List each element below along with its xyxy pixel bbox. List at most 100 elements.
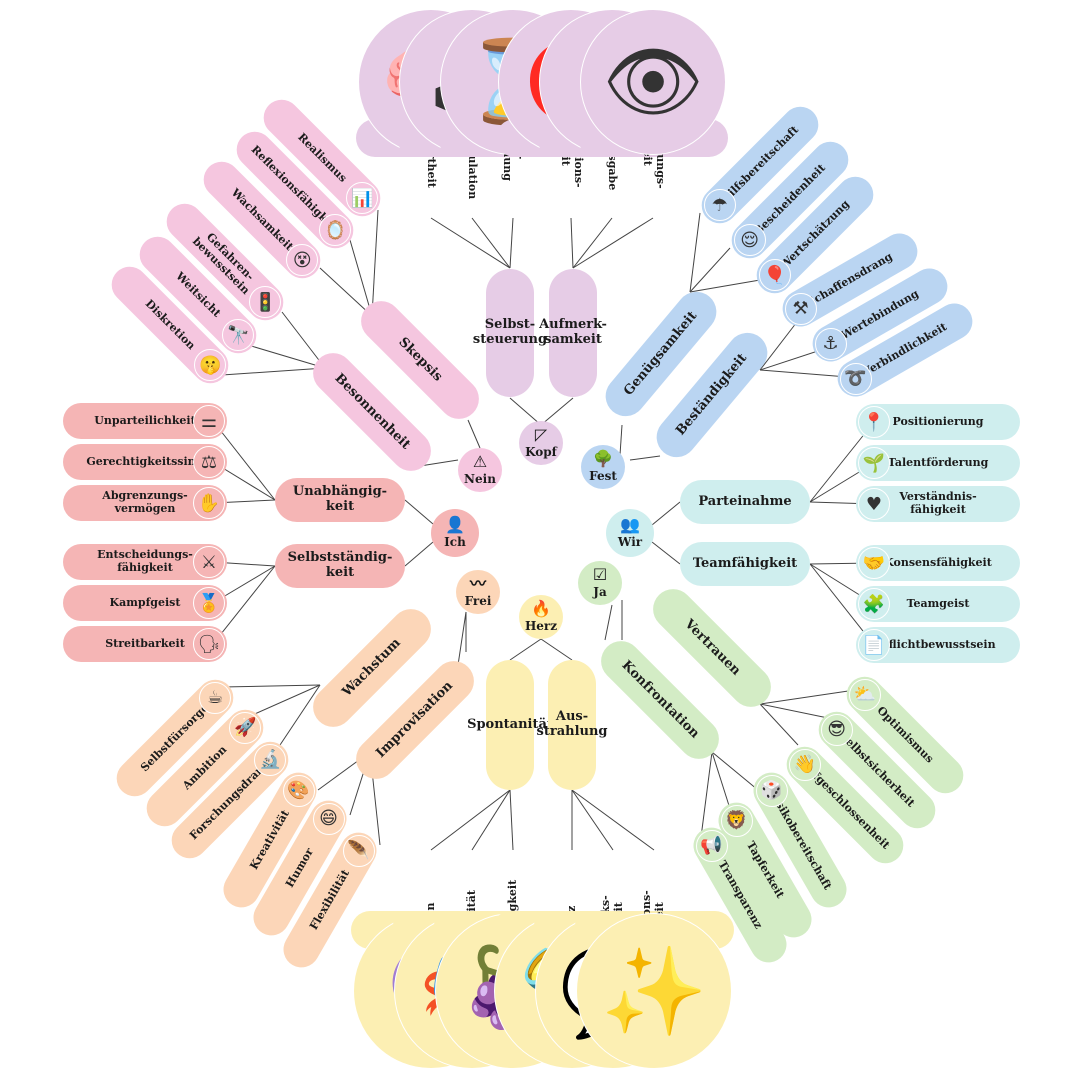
- heart-icon: ♥: [858, 488, 890, 520]
- cat-aufmerksamkeit-label: Aufmerk- samkeit: [539, 269, 607, 397]
- sun-cloud-icon: ⛅: [848, 678, 881, 711]
- medal-icon: 🏅: [193, 587, 225, 619]
- connector-line: [467, 419, 481, 449]
- cat-selbststeuerung-label: Selbst- steuerung: [473, 269, 547, 397]
- connector-line: [689, 247, 731, 293]
- megaphone-icon: 📢: [695, 829, 728, 862]
- cat-teamfaehigkeit-label: Teamfähigkeit: [680, 542, 810, 586]
- equals-icon: ⚌: [193, 405, 225, 437]
- connector-line: [572, 217, 654, 269]
- connector-line: [759, 703, 829, 719]
- laughing-face-icon: 😄: [312, 802, 345, 835]
- hub-label: Herz: [524, 619, 558, 633]
- connector-line: [619, 424, 623, 456]
- mirror-icon: 🪞: [319, 214, 352, 247]
- microscope-icon: 🔬: [254, 743, 287, 776]
- hub-label: Ja: [593, 585, 607, 599]
- hub-nein: ⚠Nein: [458, 448, 502, 492]
- waving-hand-icon: 👋: [788, 748, 821, 781]
- connector-line: [419, 459, 459, 467]
- connector-line: [570, 217, 574, 269]
- hub-kopf: ◸Kopf: [519, 421, 563, 465]
- connector-line: [572, 217, 613, 269]
- flame-icon: 🔥: [531, 599, 551, 618]
- connector-line: [430, 217, 511, 269]
- crossed-arrows-icon: ⚔: [193, 546, 225, 578]
- palette-icon: 🎨: [282, 774, 315, 807]
- connector-line: [221, 684, 321, 688]
- connector-line: [604, 604, 613, 641]
- connector-line: [509, 789, 514, 851]
- triangle-ruler-icon: ◸: [534, 425, 548, 444]
- connector-line: [689, 279, 761, 293]
- connector-line: [430, 789, 511, 851]
- connector-line: [371, 209, 379, 317]
- hub-label: Ich: [444, 535, 466, 549]
- traffic-light-icon: 🚦: [249, 286, 282, 319]
- anchor-icon: ⚓: [814, 327, 847, 360]
- connector-line: [759, 317, 801, 371]
- cat-unabhaengigkeit-label: Unabhängig- keit: [275, 478, 405, 522]
- connector-line: [540, 638, 573, 661]
- connector-line: [279, 684, 321, 746]
- cat-parteinahme-label: Parteinahme: [680, 480, 810, 524]
- connector-line: [629, 455, 661, 461]
- connector-line: [221, 367, 326, 376]
- hub-label: Fest: [589, 469, 617, 483]
- connector-line: [349, 239, 373, 317]
- speaking-head-icon: 🗣: [193, 628, 225, 660]
- hub-label: Wir: [617, 535, 643, 549]
- balloons-icon: 🎈: [758, 259, 791, 292]
- umbrella-icon: ☂: [703, 189, 736, 222]
- connector-line: [509, 638, 542, 661]
- tools-icon: ⚒: [784, 292, 817, 325]
- lion-icon: 🦁: [720, 804, 753, 837]
- eye-icon: 👁: [580, 9, 726, 155]
- connector-line: [651, 501, 681, 526]
- checkbox-icon: ☑: [592, 565, 608, 584]
- connector-line: [571, 789, 655, 851]
- hub-ich: 👤Ich: [431, 509, 479, 557]
- seedling-icon: 🌱: [858, 447, 890, 479]
- connector-line: [509, 217, 514, 269]
- hub-label: Kopf: [525, 445, 557, 459]
- connector-line: [540, 397, 574, 426]
- bar-chart-icon: 📊: [346, 182, 379, 215]
- connector-line: [689, 212, 701, 293]
- hub-label: Nein: [464, 472, 496, 486]
- hub-frei: 〰Frei: [456, 570, 500, 614]
- hub-fest: 🌳Fest: [581, 445, 625, 489]
- sunglasses-face-icon: 😎: [820, 713, 853, 746]
- connector-line: [319, 267, 373, 317]
- raised-hand-icon: ✋: [193, 487, 225, 519]
- relieved-face-icon: 😌: [733, 224, 766, 257]
- cat-ausstrahlung-label: Aus- strahlung: [537, 660, 608, 790]
- hub-herz: 🔥Herz: [519, 595, 563, 639]
- connector-line: [471, 217, 511, 269]
- sparkles-icon: ✨: [576, 913, 732, 1069]
- hub-label: Frei: [464, 594, 492, 608]
- cat-spontanitaet-label: Spontanität: [467, 660, 553, 790]
- connector-line: [212, 565, 276, 645]
- tree-icon: 🌳: [593, 449, 613, 468]
- connector-line: [404, 541, 434, 567]
- connector-line: [247, 344, 326, 369]
- wave-icon: 〰: [469, 574, 486, 593]
- connector-line: [471, 789, 511, 851]
- people-icon: 👥: [620, 515, 640, 534]
- warning-icon: ⚠: [472, 452, 488, 471]
- person-icon: 👤: [445, 515, 465, 534]
- hub-ja: ☑Ja: [578, 561, 622, 605]
- connector-line: [711, 751, 759, 791]
- connector-line: [759, 703, 799, 746]
- pin-icon: 📍: [858, 406, 890, 438]
- connector-line: [247, 684, 321, 718]
- telescope-icon: 🔭: [222, 319, 255, 352]
- document-icon: 📄: [858, 629, 890, 661]
- rocket-icon: 🚀: [229, 711, 262, 744]
- shushing-face-icon: 🤫: [194, 349, 227, 382]
- connector-line: [759, 689, 856, 705]
- connector-line: [651, 541, 681, 565]
- rope-icon: ➰: [839, 362, 872, 395]
